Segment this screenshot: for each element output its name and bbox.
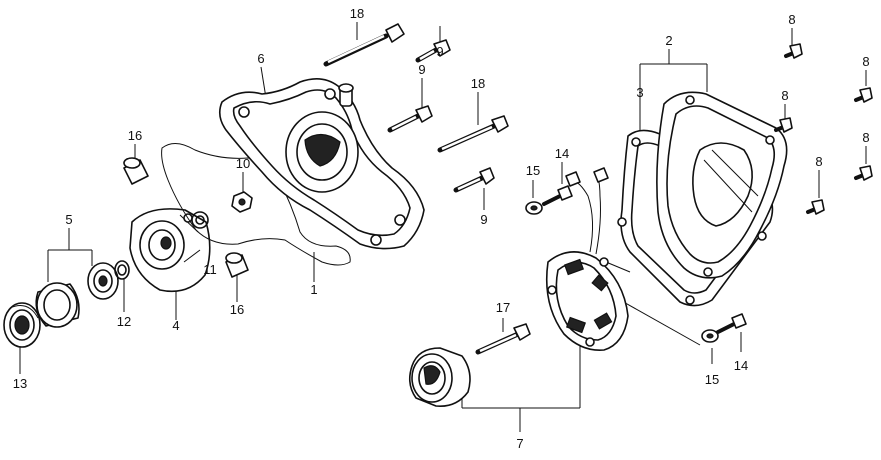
part-10-nut [231,191,253,213]
callout-8-5: 8 [815,154,822,169]
part-13-oil-seal [3,302,41,348]
callout-5: 5 [65,212,72,227]
part-8-bolt-1 [784,43,803,59]
part-17-bolt [475,323,531,355]
part-7-rotor [408,347,471,408]
part-5-water-pump-impeller [35,262,119,328]
callout-8-4: 8 [862,130,869,145]
callout-7: 7 [516,436,523,451]
callout-17: 17 [496,300,510,315]
callout-8-1: 8 [788,12,795,27]
callout-16-top: 16 [128,128,142,143]
callout-8-3: 8 [781,88,788,103]
part-8-bolt-2 [854,87,873,103]
callout-18-mid: 18 [471,76,485,91]
callout-12: 12 [117,314,131,329]
callout-labels: 18 9 6 9 18 16 10 5 11 12 4 16 1 9 13 17… [13,6,870,451]
part-6-pump-cover [218,78,425,250]
callout-16-lower: 16 [230,302,244,317]
callout-1: 1 [310,282,317,297]
callout-3: 3 [636,85,643,100]
part-15-washer-upper [525,201,543,215]
callout-15-upper: 15 [526,163,540,178]
part-2-generator-cover [656,91,788,279]
part-11-o-ring [191,211,209,229]
part-9-bolt-lower [453,167,495,193]
part-7-stator [545,167,629,351]
part-16-dowel-pin-upper [123,157,149,185]
part-14-screw-lower [716,313,747,334]
callout-9-mid: 9 [418,62,425,77]
part-16-dowel-pin-lower [225,252,249,278]
part-1-gasket [161,143,351,266]
callout-13: 13 [13,376,27,391]
callout-18-top: 18 [350,6,364,21]
callout-2: 2 [665,33,672,48]
part-8-bolt-4 [854,165,873,181]
part-18-long-bolt-top [323,23,405,67]
callout-14-upper: 14 [555,146,569,161]
part-15-washer-lower [701,329,719,343]
callout-9-lower: 9 [480,212,487,227]
callout-4: 4 [172,318,179,333]
part-8-bolt-3 [774,117,793,133]
part-14-screw-upper [542,185,573,206]
callout-9-top: 9 [436,44,443,59]
part-18-long-bolt-mid [437,115,509,153]
part-8-bolt-5 [806,199,825,215]
callout-10: 10 [236,156,250,171]
callout-14-lower: 14 [734,358,748,373]
callout-15-lower: 15 [705,372,719,387]
callout-11: 11 [203,262,217,277]
callout-6: 6 [257,51,264,66]
callout-8-2: 8 [862,54,869,69]
part-12-o-ring [114,260,130,280]
part-9-bolt-top [415,39,451,63]
part-4-pump-body [129,208,211,293]
part-9-bolt-mid [387,105,433,133]
